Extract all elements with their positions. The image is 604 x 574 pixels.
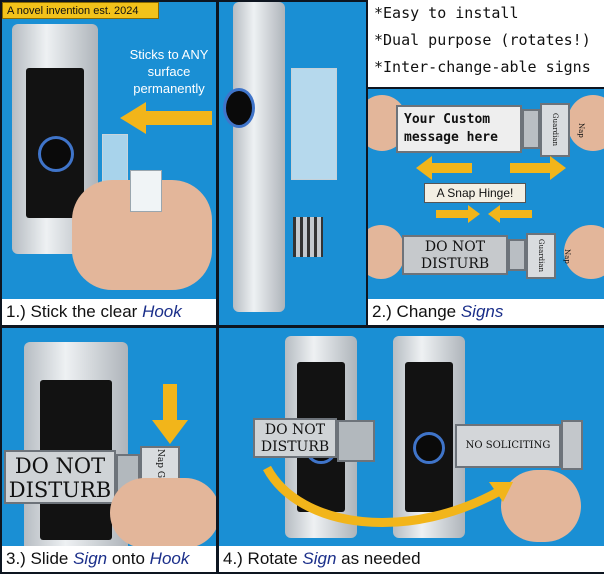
doorbell-button — [38, 136, 74, 172]
custom-message-sign: Your Custom message here — [396, 105, 522, 153]
do-not-disturb-sign: DO NOT DISTURB — [402, 235, 508, 275]
hinge-side-plate — [561, 420, 583, 470]
caption-text: 4.) Rotate — [223, 549, 303, 568]
left-hand — [368, 225, 404, 279]
caption-text: 1.) Stick the clear — [6, 302, 143, 321]
sign-line-1: DO NOT — [424, 239, 486, 255]
panel-hook-closeup — [219, 2, 366, 325]
caption-highlight: Sign — [73, 549, 108, 568]
snap-hinge — [522, 109, 540, 149]
sign-line-1: DO NOT — [264, 422, 326, 438]
converge-arrow-icon — [436, 205, 532, 223]
panel-stick-hook: Sticks to ANY surface permanently 1.) St… — [2, 2, 216, 325]
features-list: *Easy to install *Dual purpose (rotates!… — [368, 0, 604, 87]
hand-holding-sign — [110, 478, 216, 548]
caption-text: as needed — [336, 549, 421, 568]
doorbell-vent — [293, 217, 323, 257]
feature-item: *Dual purpose (rotates!) — [374, 31, 591, 49]
snap-hinge — [508, 239, 526, 271]
step-caption: 2.) Change Signs — [368, 299, 604, 325]
hook-piece — [130, 170, 162, 212]
snap-hinge-label: A Snap Hinge! — [424, 183, 526, 203]
right-hand — [564, 225, 604, 279]
panel-change-signs: Your Custom message here Nap Guardian A … — [368, 89, 604, 325]
invention-badge: A novel invention est. 2024 — [2, 2, 159, 19]
sign-line-2: DISTURB — [420, 256, 490, 272]
doorbell-device — [12, 24, 98, 254]
note-line: surface — [147, 64, 191, 79]
panel-rotate-sign: DO NOT DISTURB NO SOLICITING 4.) Rotate … — [219, 328, 604, 572]
no-soliciting-sign: NO SOLICITING — [455, 424, 561, 468]
left-arrow-icon — [120, 102, 212, 134]
do-not-disturb-sign: DO NOT DISTURB — [4, 450, 116, 504]
curved-arrow-icon — [263, 465, 513, 527]
note-line: Sticks to ANY — [129, 47, 209, 62]
feature-item: *Inter-change-able signs — [374, 58, 591, 76]
doorbell-device — [223, 2, 323, 312]
panel-slide-sign: DO NOT DISTURB Nap Guardian 3.) Slide Si… — [2, 328, 216, 572]
caption-highlight: Hook — [149, 549, 190, 568]
clear-hook — [291, 68, 337, 180]
custom-message-text: Your Custom message here — [404, 112, 498, 145]
side-label: Nap Guardian — [537, 239, 571, 273]
doorbell-button — [413, 432, 445, 464]
down-arrow-icon — [152, 384, 188, 444]
right-hand — [568, 95, 604, 151]
hinge-side-plate: Nap Guardian — [540, 103, 585, 157]
step-caption: 3.) Slide Sign onto Hook — [2, 546, 216, 572]
stick-note: Sticks to ANY surface permanently — [120, 46, 216, 97]
double-arrow-icon — [416, 156, 566, 180]
side-label: Nap Guardian — [551, 113, 585, 147]
snap-hinge — [337, 420, 375, 462]
note-line: permanently — [133, 81, 205, 96]
hand-rotating-sign — [501, 470, 581, 542]
step-caption: 4.) Rotate Sign as needed — [219, 546, 604, 572]
caption-text: 2.) Change — [372, 302, 461, 321]
caption-text: 3.) Slide — [6, 549, 74, 568]
doorbell-button — [223, 88, 255, 128]
sign-line-2: DISTURB — [8, 478, 112, 502]
hinge-side-plate: Nap Guardian — [526, 233, 571, 279]
doorbell-device — [393, 336, 465, 538]
caption-highlight: Hook — [142, 302, 182, 321]
sign-line-2: DISTURB — [260, 439, 330, 455]
sign-line-1: DO NOT — [14, 454, 106, 478]
step-caption: 1.) Stick the clear Hook — [2, 299, 216, 325]
alt-sign-text: NO SOLICITING — [465, 440, 551, 451]
caption-highlight: Sign — [302, 549, 337, 568]
feature-item: *Easy to install — [374, 4, 519, 22]
do-not-disturb-sign: DO NOT DISTURB — [253, 418, 337, 458]
caption-highlight: Signs — [460, 302, 504, 321]
caption-text: onto — [107, 549, 150, 568]
